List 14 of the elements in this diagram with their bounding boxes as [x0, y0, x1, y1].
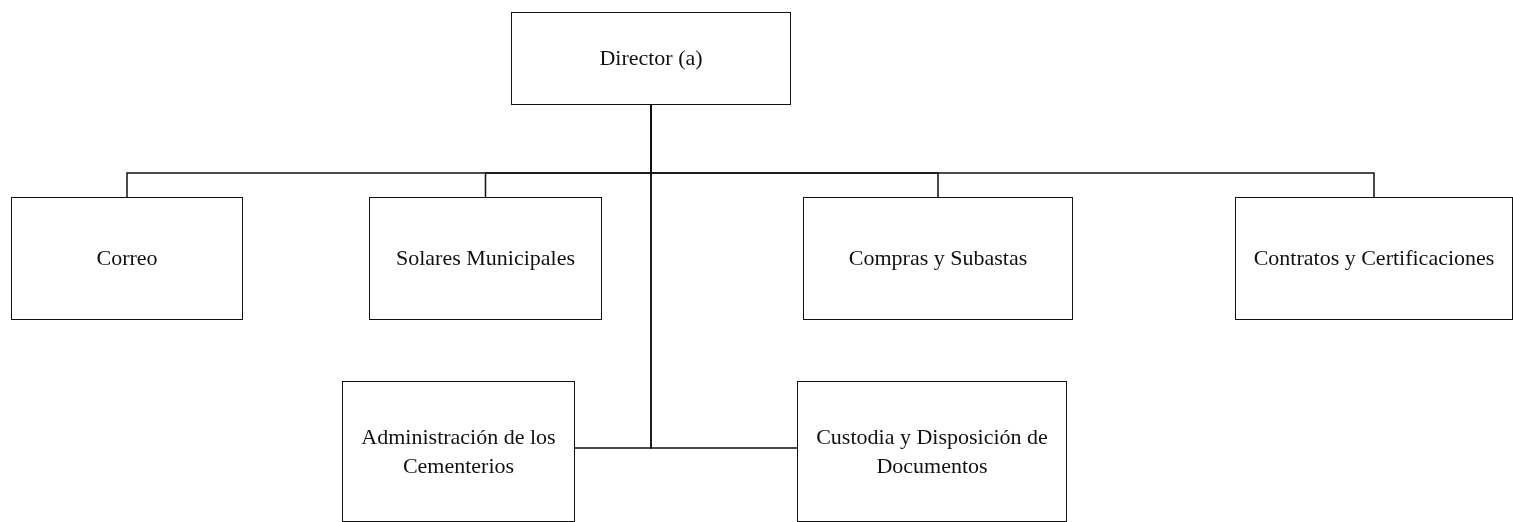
- unit-name: Correo: [96, 244, 158, 273]
- unit-name: Contratos y Certificaciones: [1253, 244, 1495, 273]
- unit-name: Compras y Subastas: [848, 244, 1028, 273]
- department-box: [342, 381, 575, 522]
- director-box: [511, 12, 791, 105]
- department-box: [803, 197, 1073, 320]
- department-box: [797, 381, 1067, 522]
- unit-name: Administración de los Cementerios: [360, 422, 557, 480]
- department-box: [11, 197, 243, 320]
- unit-name: Custodia y Disposición de Documentos: [815, 422, 1049, 480]
- department-box: [369, 197, 602, 320]
- department-box: [1235, 197, 1513, 320]
- unit-name: Solares Municipales: [396, 244, 575, 273]
- unit-name: Director (a): [599, 44, 703, 73]
